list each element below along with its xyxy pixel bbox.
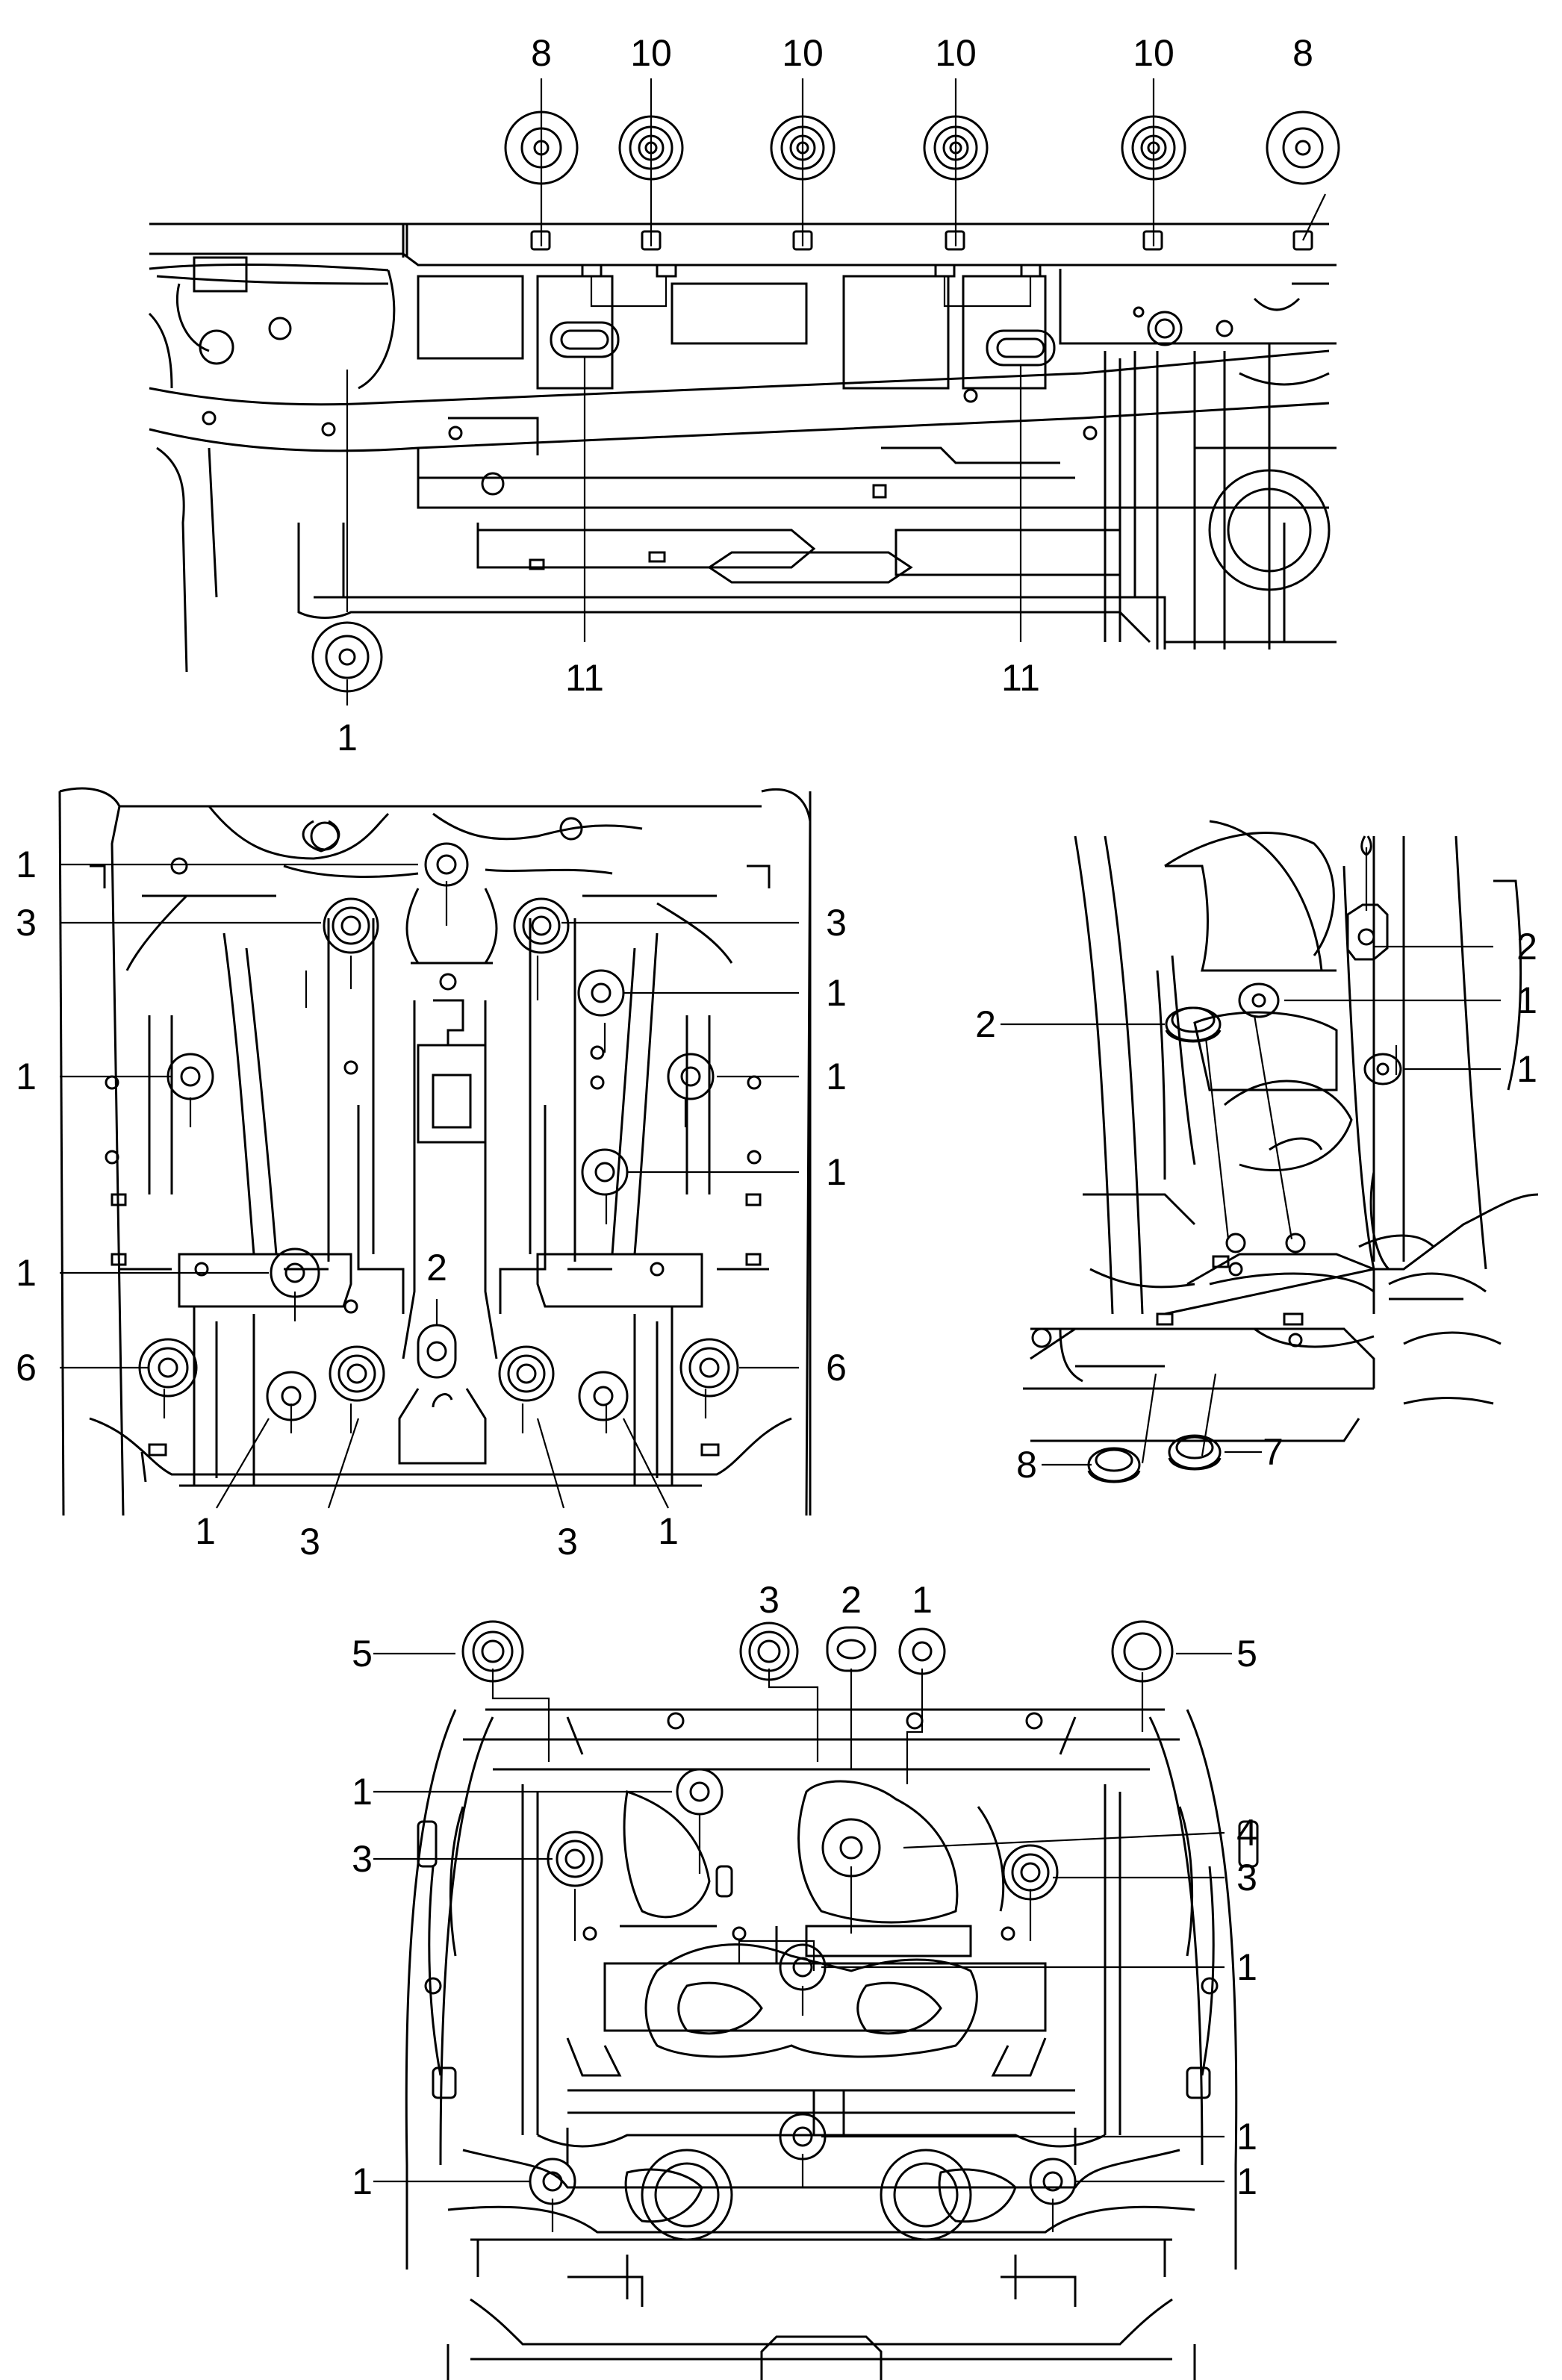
callout-label: 1 — [337, 717, 358, 758]
floor-center-leader-lines — [60, 863, 799, 1509]
callout-label: 10 — [935, 32, 977, 74]
callout-label: 5 — [1236, 1633, 1257, 1675]
callout-label: 4 — [1236, 1812, 1257, 1854]
grommet-part-10-c — [923, 115, 989, 181]
grommet-part-10-b — [770, 115, 836, 181]
callout-label: 3 — [352, 1838, 373, 1880]
front-rail-grommet-parts — [311, 110, 1340, 693]
rear-floor-grommet-parts — [461, 1620, 1174, 2205]
callout-label: 1 — [658, 1510, 679, 1552]
floor-center-body-lines — [58, 787, 812, 1516]
callout-label: 8 — [531, 32, 552, 74]
side-detail-leader-lines — [1001, 847, 1501, 1466]
callout-label: 2 — [1516, 926, 1537, 968]
rear-floor-leader-lines — [373, 1652, 1232, 2232]
callout-label: 6 — [16, 1347, 37, 1389]
grommet-part-8-left — [504, 110, 579, 185]
side-detail-body-lines — [1023, 820, 1539, 1442]
callout-label: 3 — [759, 1579, 780, 1621]
callout-label: 5 — [352, 1633, 373, 1675]
callout-label: 1 — [16, 844, 37, 885]
rear-floor-body-lines — [405, 1708, 1238, 2380]
grommet-part-1-bottom — [311, 621, 383, 693]
callout-label: 2 — [426, 1247, 447, 1289]
side-detail-grommet-parts — [1087, 835, 1402, 1483]
floor-center-grommet-parts — [138, 842, 739, 1421]
side-detail-holes — [1031, 1233, 1306, 1348]
callout-label: 1 — [826, 972, 847, 1014]
rear-floor-holes — [417, 1712, 1259, 2099]
callout-label: 1 — [1236, 2116, 1257, 2158]
callout-label: 11 — [565, 657, 604, 699]
floor-center-view — [58, 787, 812, 1516]
callout-label: 3 — [16, 902, 37, 944]
callout-label: 1 — [1516, 979, 1537, 1021]
callout-label: 2 — [841, 1579, 862, 1621]
grommet-part-10-a — [618, 115, 684, 181]
front-rail-body-lines — [148, 222, 1337, 673]
front-rail-mount-brackets — [530, 230, 1313, 367]
callout-label: 11 — [1001, 657, 1040, 699]
callout-label: 1 — [352, 1771, 373, 1813]
callout-label: 6 — [826, 1347, 847, 1389]
callout-label: 10 — [1133, 32, 1174, 74]
callout-label: 3 — [1236, 1857, 1257, 1898]
callout-label: 8 — [1016, 1444, 1037, 1486]
callout-label: 1 — [1516, 1048, 1537, 1090]
front-rail-leader-lines — [346, 78, 1326, 705]
front-rail-view — [148, 78, 1340, 705]
rear-floor-view — [373, 1620, 1259, 2380]
callout-label: 1 — [195, 1510, 216, 1552]
callout-label: 10 — [630, 32, 672, 74]
callout-label: 1 — [16, 1056, 37, 1097]
callout-label: 7 — [1263, 1431, 1283, 1473]
callout-label: 2 — [975, 1003, 996, 1045]
callout-label: 3 — [299, 1521, 320, 1563]
callout-label: 3 — [557, 1521, 578, 1563]
side-detail-view — [1001, 820, 1539, 1483]
grommet-part-10-d — [1121, 115, 1186, 181]
front-rail-holes — [199, 306, 1331, 591]
callout-label: 1 — [826, 1056, 847, 1097]
callout-label: 1 — [912, 1579, 933, 1621]
callout-label: 1 — [16, 1252, 37, 1294]
grommet-part-8-right — [1266, 110, 1340, 185]
callout-label: 1 — [352, 2161, 373, 2202]
callout-label: 1 — [1236, 1946, 1257, 1988]
floor-center-holes — [105, 817, 762, 1457]
callout-label: 10 — [782, 32, 824, 74]
callout-label: 1 — [826, 1151, 847, 1193]
callout-label: 8 — [1292, 32, 1313, 74]
callout-label: 3 — [826, 902, 847, 944]
callout-labels: 8 10 10 10 10 8 11 11 1 1 3 3 1 1 1 1 1 … — [16, 32, 1537, 2202]
callout-label: 1 — [1236, 2161, 1257, 2202]
